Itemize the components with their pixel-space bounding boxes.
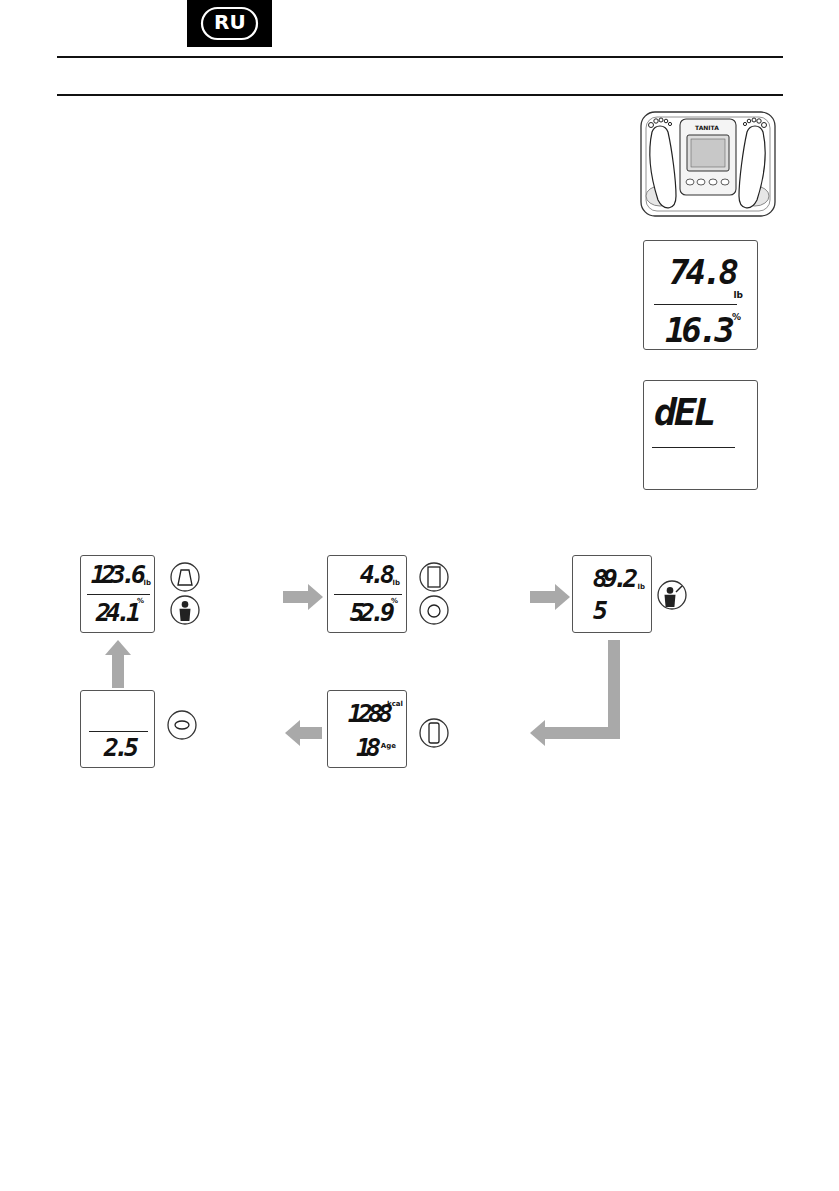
unit-label: % (137, 598, 144, 605)
display-divider (89, 731, 148, 732)
lcd-screen: 2.5 (80, 690, 155, 768)
display-value: 89.2 (593, 566, 633, 591)
display-value: dEL (654, 393, 714, 431)
scale-illustration (641, 112, 775, 216)
arrow-head (530, 720, 545, 746)
display-value: 2.5 (104, 735, 134, 760)
display-divider (654, 304, 737, 305)
display-value: 74.8 (669, 255, 735, 289)
unit-label: lb (733, 291, 743, 300)
flow-arrow (283, 584, 323, 610)
arrow-shaft (300, 727, 322, 739)
display-value: 16.3 (665, 313, 731, 347)
brand-logo: TANITA (695, 125, 719, 131)
display-divider (652, 447, 735, 448)
display-value: 18 (356, 735, 376, 760)
screen-glyph (140, 278, 756, 761)
unit-label: lb (638, 584, 645, 591)
lcd-screen: 89.2 lb 5 (572, 555, 652, 633)
display-value: 52.9 (350, 600, 390, 625)
display-value: 5 (593, 598, 603, 623)
display-divider (87, 594, 150, 595)
arrow-shaft (112, 655, 124, 688)
unit-label: Age (381, 743, 396, 750)
display-value: 4.8 (360, 562, 390, 587)
arrow-head (105, 640, 131, 655)
arrow-shaft (283, 591, 308, 603)
header-rule (57, 56, 783, 58)
unit-label: % (391, 598, 398, 605)
display-value: 24.1 (96, 600, 136, 625)
lcd-screen: 74.8 lb 16.3% (643, 240, 758, 350)
lcd-screen: 4.8lb 52.9% (327, 555, 407, 633)
unit-label: % (732, 313, 741, 322)
lcd-screen: 1288kcal 18 Age (327, 690, 407, 768)
header-rule (57, 94, 783, 96)
flow-arrow (530, 640, 614, 746)
flow-arrow (530, 584, 570, 610)
arrow-shaft (530, 591, 555, 603)
unit-label: lb (144, 580, 151, 587)
flow-arrow (105, 640, 131, 688)
arrow-head (555, 584, 570, 610)
unit-label: kcal (387, 701, 403, 708)
language-badge: RU (187, 0, 272, 47)
lcd-screen: dEL (643, 380, 758, 490)
display-value: 123.6 (91, 562, 141, 587)
arrow-head (308, 584, 323, 610)
display-divider (334, 594, 402, 595)
flow-arrow (285, 720, 322, 746)
unit-label: lb (393, 580, 400, 587)
arrow-shaft (545, 640, 614, 733)
lcd-screen: 123.6lb 24.1% (80, 555, 155, 633)
arrow-head (285, 720, 300, 746)
badge-label: RU (214, 12, 246, 32)
display-value: 1288 (348, 701, 388, 726)
indicator-icon (168, 563, 686, 747)
